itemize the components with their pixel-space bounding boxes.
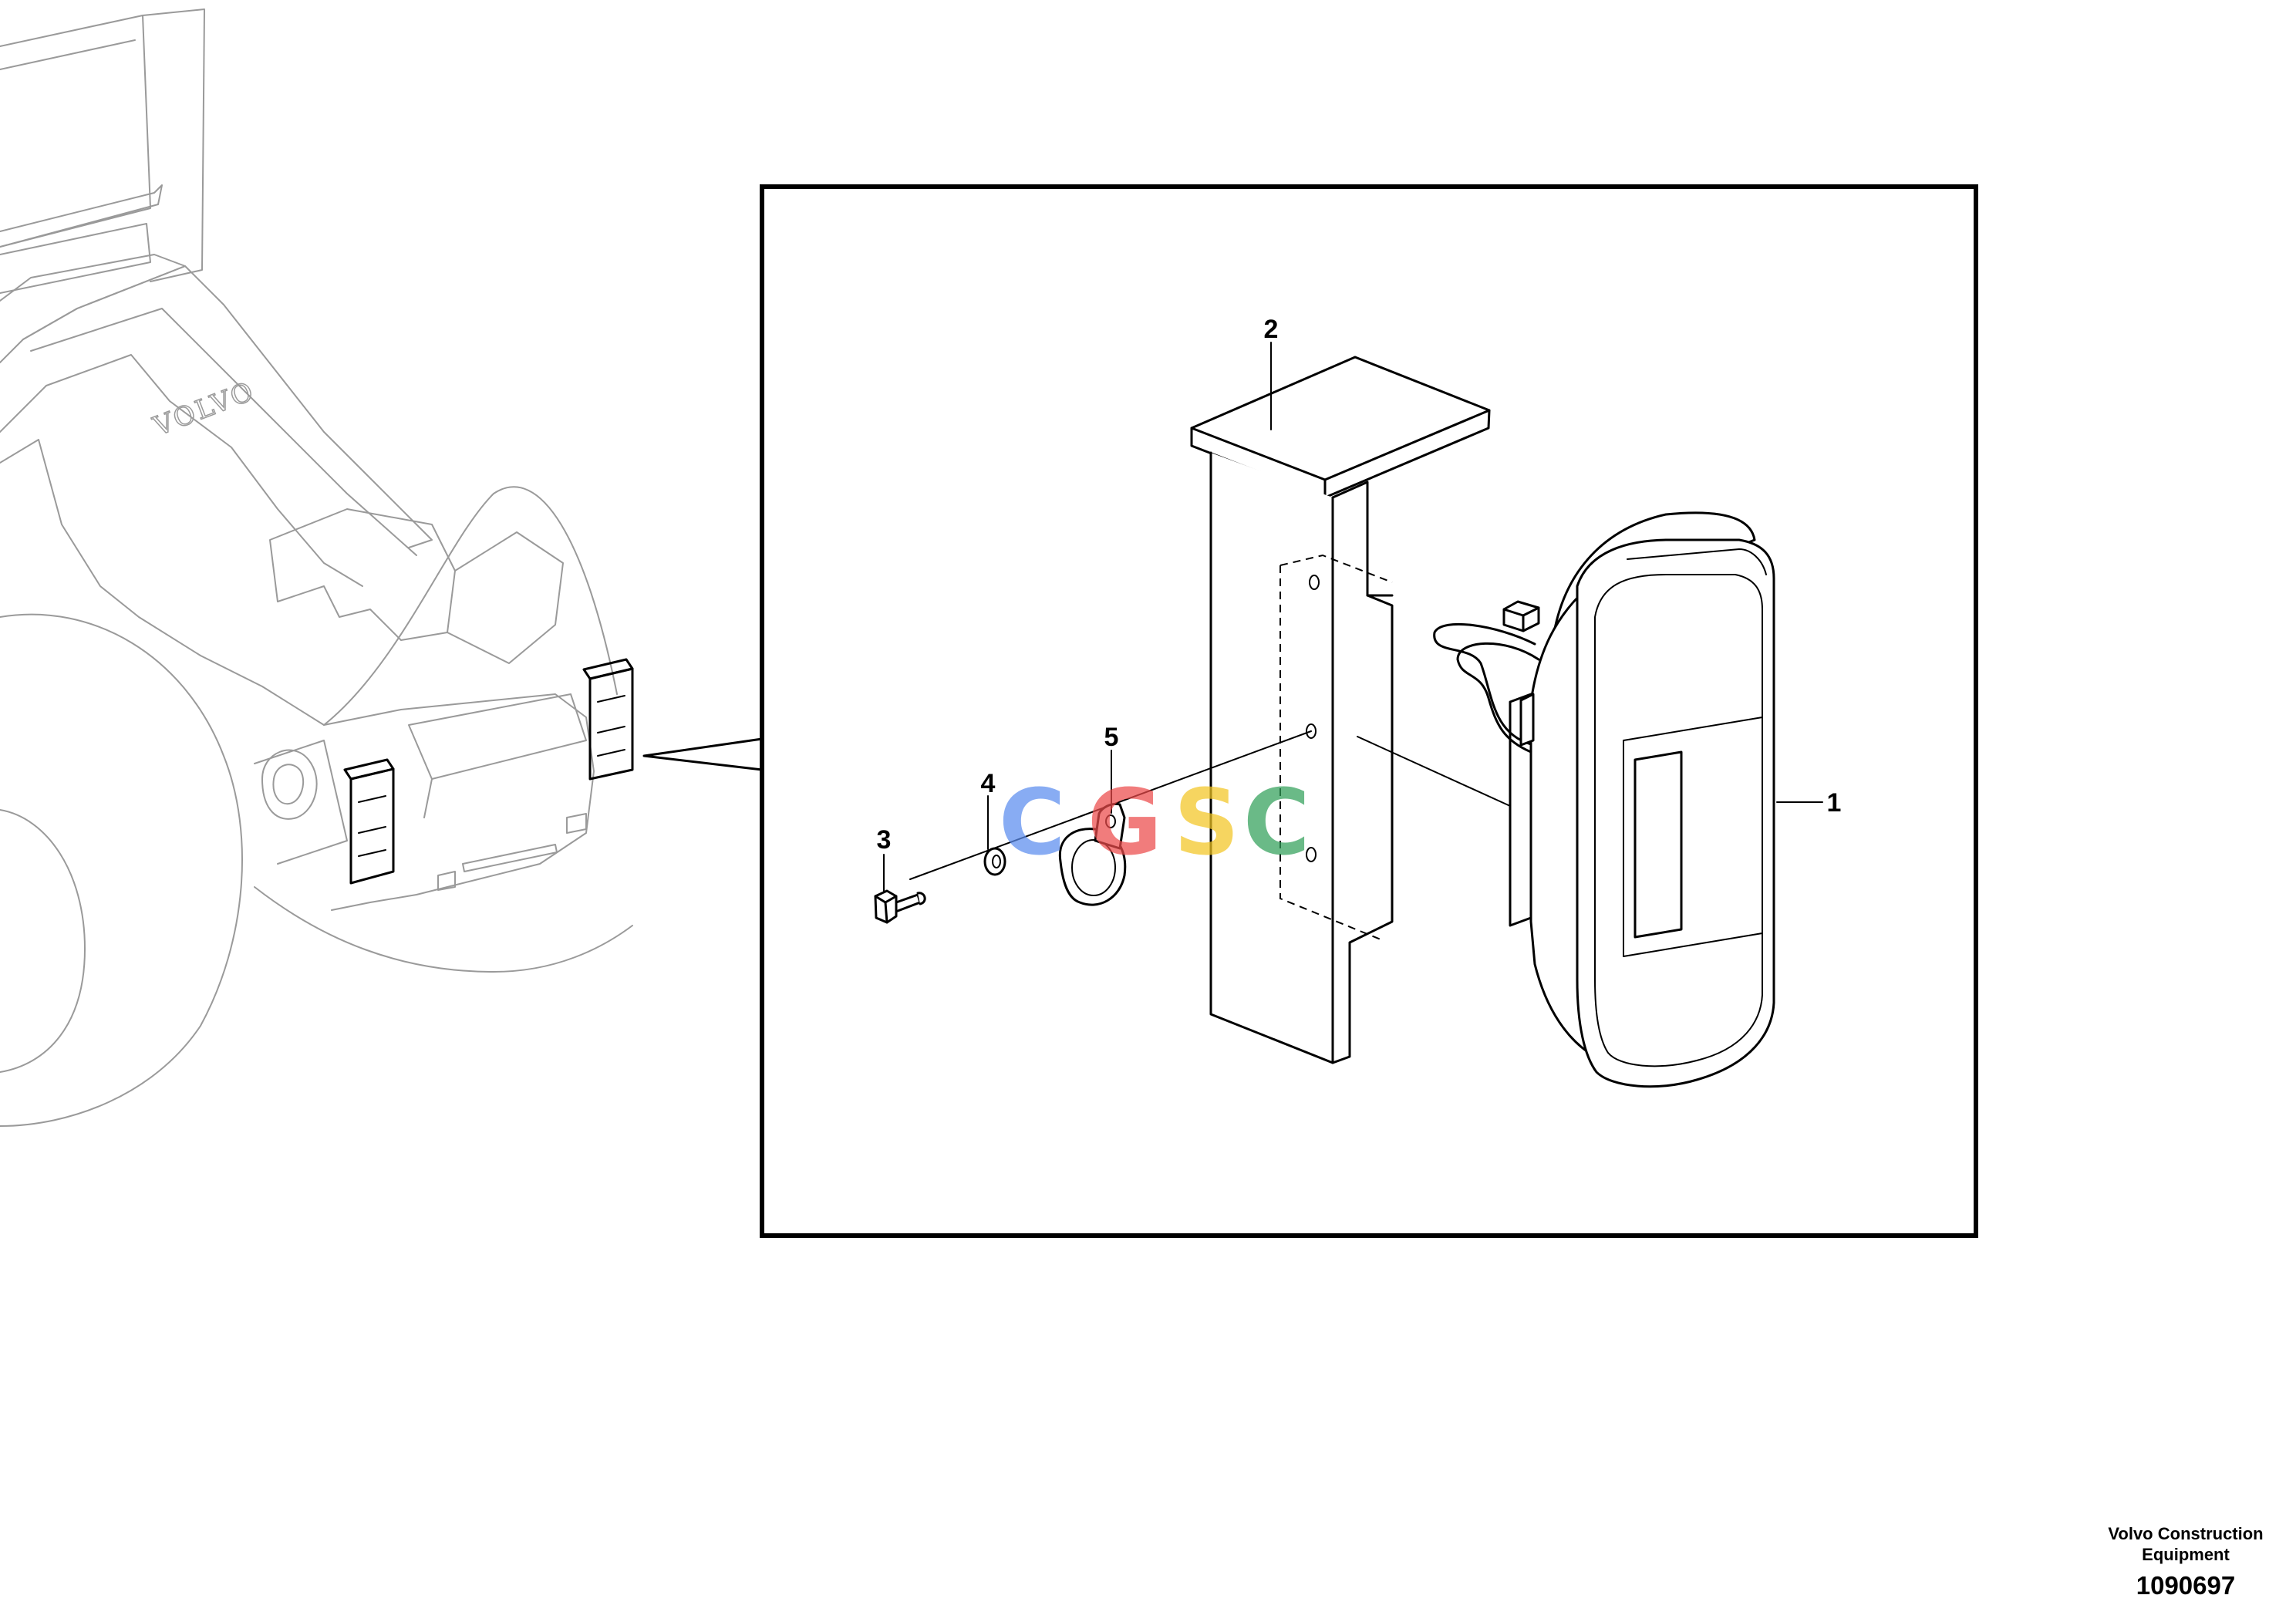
bracket-part (1190, 356, 1491, 1064)
manufacturer-label: Volvo Construction Equipment (2108, 1524, 2264, 1564)
detail-frame (760, 184, 1978, 1238)
callout-5: 5 (1104, 723, 1119, 752)
callout-4: 4 (981, 769, 996, 798)
callout-2: 2 (1264, 315, 1279, 344)
machine-lamp-left (343, 758, 395, 885)
machine-lamp-right (582, 658, 634, 781)
watermark-letter-1: C (999, 769, 1066, 875)
screw-part (874, 889, 926, 924)
callout-1: 1 (1827, 788, 1842, 818)
callout-3: 3 (877, 825, 892, 855)
watermark-letter-3: S (1174, 769, 1239, 875)
lamp-part (1433, 511, 1775, 1088)
drawing-number: 1090697 (2136, 1571, 2236, 1600)
machine-logo: VOLVO (149, 376, 259, 443)
drawing-footer: Volvo Construction Equipment 1090697 (2105, 1523, 2267, 1600)
watermark-cgsc: C G S C (999, 769, 1310, 875)
detail-pointer (642, 737, 764, 771)
clamp-part (1058, 802, 1127, 906)
machine-overview: VOLVO (0, 8, 634, 1127)
watermark-letter-4: C (1243, 769, 1310, 875)
washer-part (983, 847, 1006, 876)
assembly-link-line (1357, 736, 1511, 807)
watermark-letter-2: G (1087, 769, 1162, 875)
